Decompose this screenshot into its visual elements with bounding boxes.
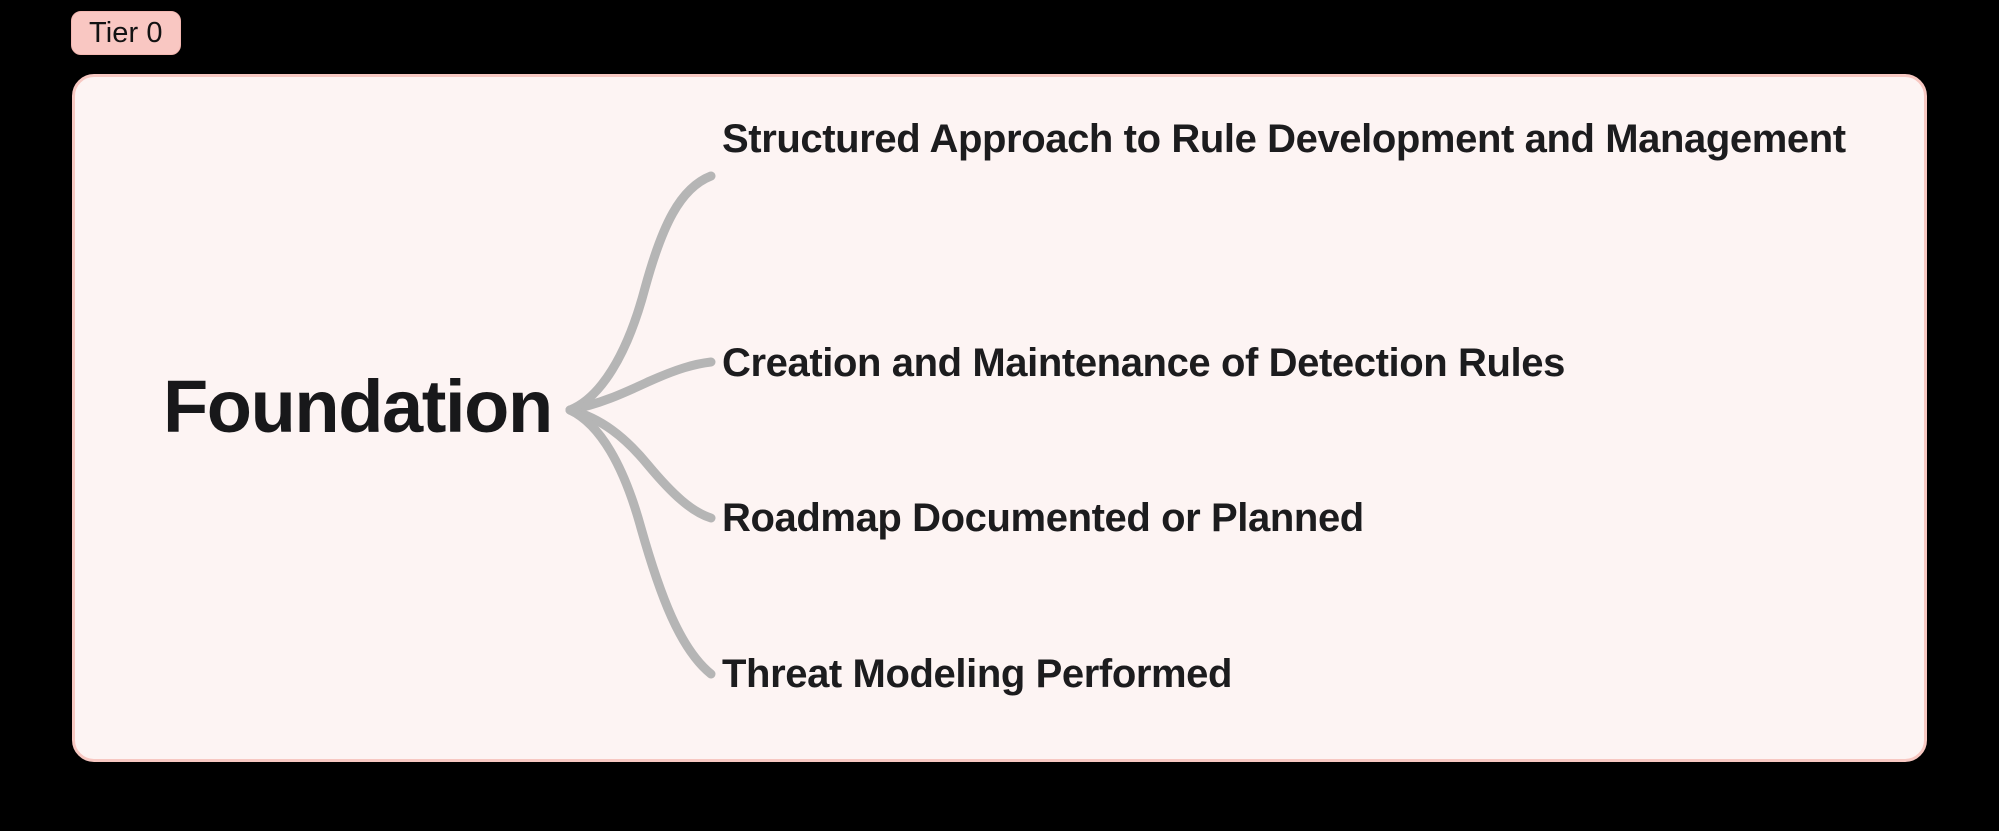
mindmap-root-node: Foundation	[163, 365, 553, 448]
mindmap-branch-label-1: Creation and Maintenance of Detection Ru…	[722, 341, 1565, 385]
mindmap-branch-label-3: Threat Modeling Performed	[722, 652, 1233, 696]
mindmap-branch-label-2: Roadmap Documented or Planned	[722, 496, 1364, 540]
tier-badge-label: Tier 0	[89, 16, 163, 49]
tier-badge: Tier 0	[71, 11, 181, 55]
mindmap-branch-label-0: Structured Approach to Rule Development …	[722, 117, 1846, 161]
mindmap-panel	[72, 74, 1927, 762]
